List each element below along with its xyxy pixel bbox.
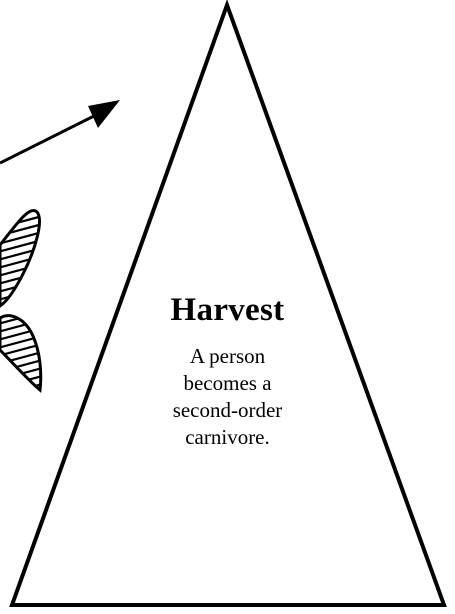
- pyramid-description: A person becomes a second-order carnivor…: [120, 343, 335, 451]
- pyramid-title: Harvest: [120, 292, 335, 329]
- description-line: carnivore.: [120, 424, 335, 451]
- description-line: A person: [120, 343, 335, 370]
- description-line: second-order: [120, 397, 335, 424]
- arrow-up-right-icon: [0, 100, 120, 163]
- fish-tail-icon: [0, 206, 50, 406]
- description-line: becomes a: [120, 370, 335, 397]
